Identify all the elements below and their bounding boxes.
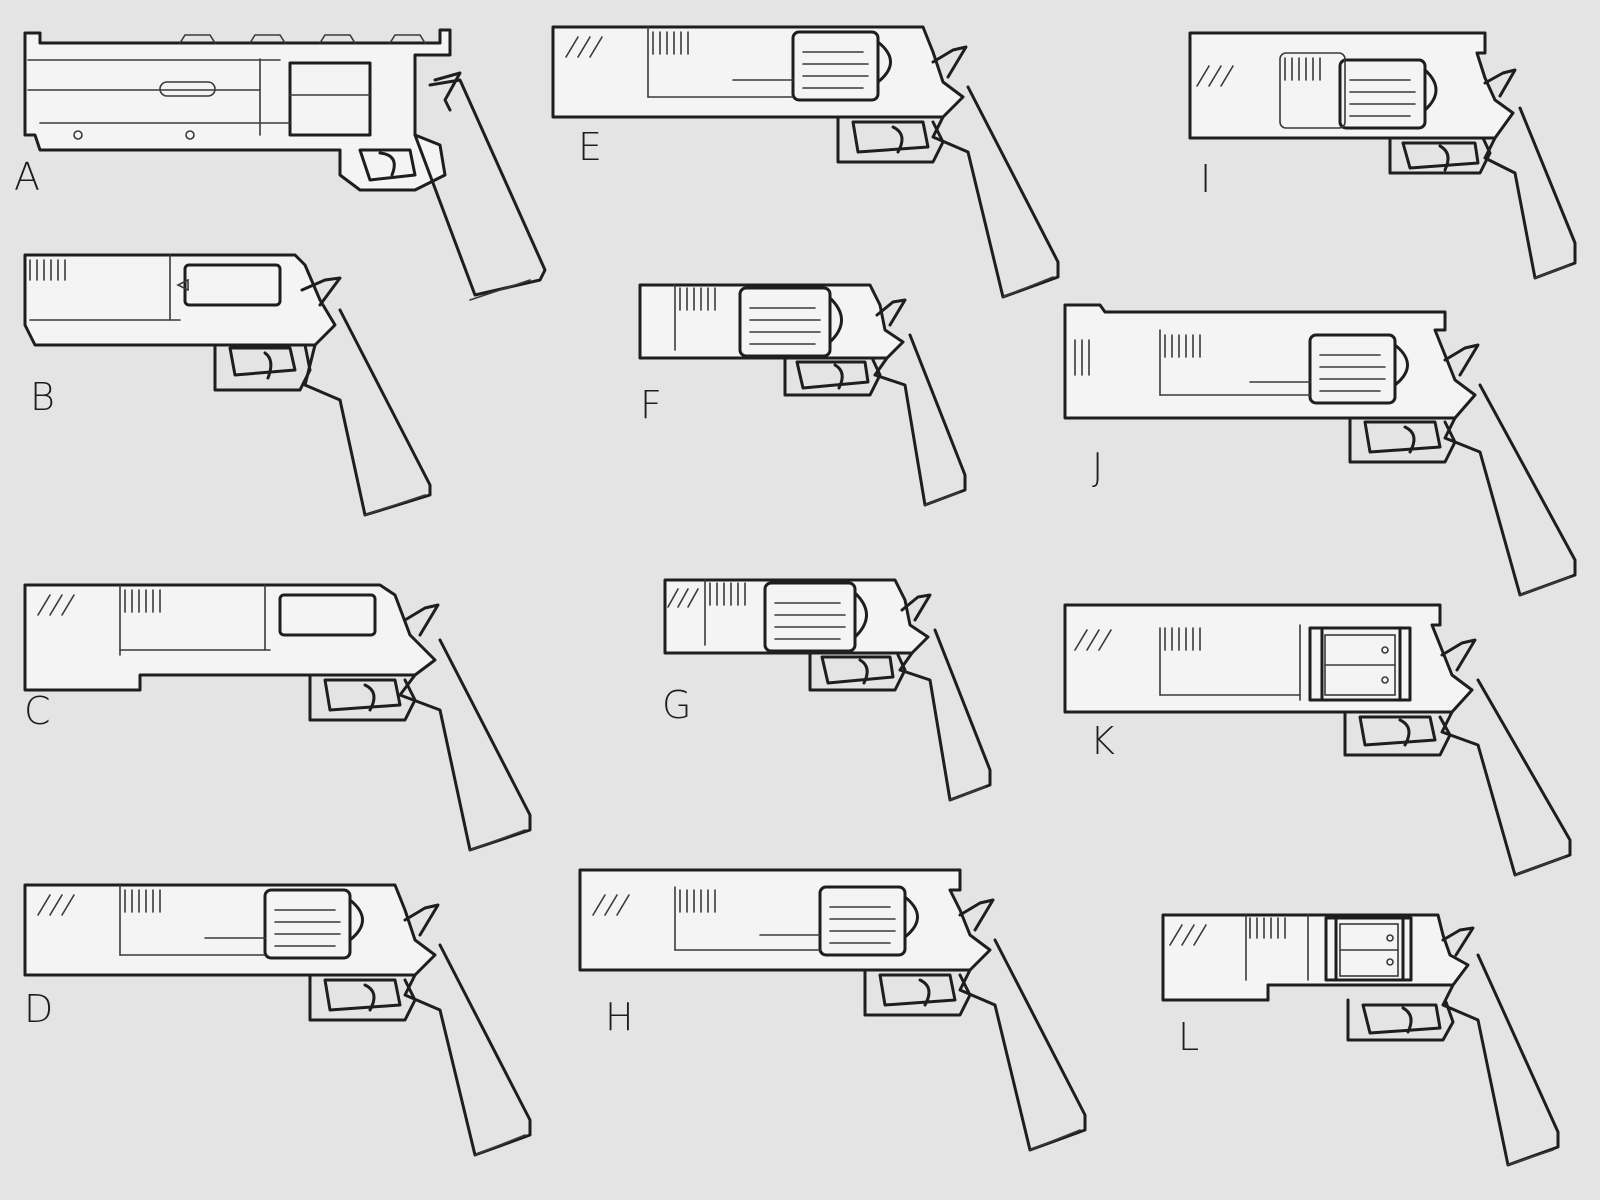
pistol-sketch-g (660, 575, 1010, 815)
variant-label-a: A (14, 155, 40, 199)
pistol-sketch-d (20, 880, 540, 1170)
variant-label-k: K (1090, 719, 1115, 763)
variant-label-l: L (1178, 1015, 1200, 1059)
pistol-sketch-k (1060, 600, 1580, 890)
pistol-sketch-j (1060, 300, 1590, 610)
pistol-sketch-b (20, 250, 440, 530)
variant-label-g: G (662, 683, 692, 727)
pistol-sketch-e (548, 22, 1068, 312)
pistol-sketch-l (1158, 910, 1578, 1180)
variant-label-i: I (1200, 157, 1212, 201)
variant-label-e: E (578, 125, 603, 169)
variant-label-f: F (640, 383, 662, 427)
pistol-sketch-i (1185, 28, 1585, 288)
pistol-sketch-h (575, 865, 1095, 1165)
pistol-sketch-c (20, 580, 540, 860)
variant-label-d: D (24, 987, 54, 1031)
variant-label-c: C (24, 689, 51, 733)
pistol-sketch-a (20, 25, 560, 325)
variant-label-j: J (1092, 445, 1104, 489)
variant-label-h: H (605, 995, 634, 1039)
variant-label-b: B (30, 375, 55, 419)
pistol-sketch-f (635, 280, 975, 520)
